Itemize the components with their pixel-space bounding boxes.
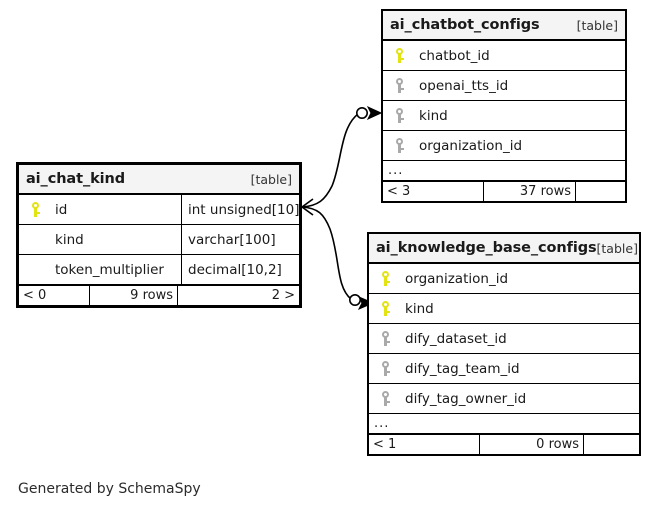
table-footer: < 0 9 rows 2 > (19, 285, 299, 305)
column-cell: token_multiplier (19, 255, 181, 284)
more-columns-indicator: ... (369, 414, 639, 434)
table-row[interactable]: chatbot_id (383, 41, 625, 71)
column-cell: organization_id (369, 264, 639, 293)
table-header-ai-chat-kind: ai_chat_kind [table] (19, 165, 299, 195)
child-count (575, 182, 625, 201)
arrow-head (366, 105, 383, 121)
column-cell: dify_tag_team_id (369, 354, 639, 383)
column-name: openai_tts_id (419, 77, 509, 94)
column-cell: chatbot_id (383, 41, 625, 70)
table-kind-label: [table] (250, 171, 292, 187)
table-row[interactable]: dify_tag_owner_id (369, 384, 639, 414)
column-name: organization_id (405, 270, 509, 287)
relationship-line-knowledge-base-configs (301, 206, 375, 310)
row-count: 9 rows (89, 286, 177, 305)
table-row[interactable]: kind (383, 101, 625, 131)
column-name: kind (55, 231, 84, 248)
primary-key-icon (375, 271, 397, 286)
column-cell: openai_tts_id (383, 71, 625, 100)
column-type: int unsigned[10] (181, 195, 300, 224)
table-ai-chatbot-configs[interactable]: ai_chatbot_configs [table] chatbot_id op… (381, 9, 627, 203)
table-header-ai-knowledge-base-configs: ai_knowledge_base_configs [table] (369, 234, 639, 264)
table-header-ai-chatbot-configs: ai_chatbot_configs [table] (383, 11, 625, 41)
row-count: 37 rows (483, 182, 575, 201)
table-row[interactable]: dify_dataset_id (369, 324, 639, 354)
table-row[interactable]: openai_tts_id (383, 71, 625, 101)
table-ai-knowledge-base-configs[interactable]: ai_knowledge_base_configs [table] organi… (367, 232, 641, 456)
column-name: dify_dataset_id (405, 330, 507, 347)
parent-count: < 1 (373, 437, 397, 452)
column-cell: kind (369, 294, 639, 323)
row-count: 0 rows (479, 435, 583, 454)
column-cell: dify_tag_owner_id (369, 384, 639, 413)
table-kind-label: [table] (596, 240, 638, 256)
primary-key-icon (375, 301, 397, 316)
foreign-key-icon (375, 391, 397, 406)
parent-count: < 0 (23, 288, 47, 303)
column-type: decimal[10,2] (181, 255, 299, 284)
column-name: chatbot_id (419, 47, 490, 64)
table-row[interactable]: kind (369, 294, 639, 324)
table-row[interactable]: id int unsigned[10] (19, 195, 300, 225)
column-name: dify_tag_team_id (405, 360, 520, 377)
table-row[interactable]: dify_tag_team_id (369, 354, 639, 384)
table-row[interactable]: organization_id (383, 131, 625, 161)
column-cell: dify_dataset_id (369, 324, 639, 353)
column-name: kind (419, 107, 448, 124)
foreign-key-icon (375, 331, 397, 346)
column-name: kind (405, 300, 434, 317)
column-cell: kind (383, 101, 625, 130)
table-kind-label: [table] (576, 17, 618, 33)
generated-by-caption: Generated by SchemaSpy (18, 481, 201, 497)
column-name: dify_tag_owner_id (405, 390, 527, 407)
table-footer: < 1 0 rows (369, 434, 639, 454)
column-type: varchar[100] (181, 225, 299, 254)
table-footer: < 3 37 rows (383, 181, 625, 201)
table-title: ai_knowledge_base_configs (376, 240, 597, 256)
column-name: token_multiplier (55, 261, 164, 278)
table-row[interactable]: organization_id (369, 264, 639, 294)
child-count: 2 > (177, 286, 299, 305)
column-name: id (55, 201, 68, 218)
primary-key-icon (25, 202, 47, 217)
foreign-key-icon (389, 78, 411, 93)
foreign-key-icon (389, 138, 411, 153)
table-ai-chat-kind[interactable]: ai_chat_kind [table] id int unsigned[10]… (16, 162, 302, 308)
table-title: ai_chatbot_configs (390, 17, 540, 33)
column-cell: organization_id (383, 131, 625, 160)
foreign-key-icon (389, 108, 411, 123)
child-count (583, 435, 639, 454)
more-columns-indicator: ... (383, 161, 625, 181)
cardinality-zero-marker (355, 107, 368, 120)
primary-key-icon (389, 48, 411, 63)
column-name: organization_id (419, 137, 523, 154)
foreign-key-icon (375, 361, 397, 376)
relationship-line-chatbot-configs (301, 105, 383, 216)
table-row[interactable]: kind varchar[100] (19, 225, 299, 255)
table-row[interactable]: token_multiplier decimal[10,2] (19, 255, 299, 285)
column-cell: kind (19, 225, 181, 254)
table-title: ai_chat_kind (26, 171, 126, 187)
column-cell: id (19, 195, 181, 224)
parent-count: < 3 (387, 184, 411, 199)
cardinality-zero-marker (348, 293, 361, 306)
